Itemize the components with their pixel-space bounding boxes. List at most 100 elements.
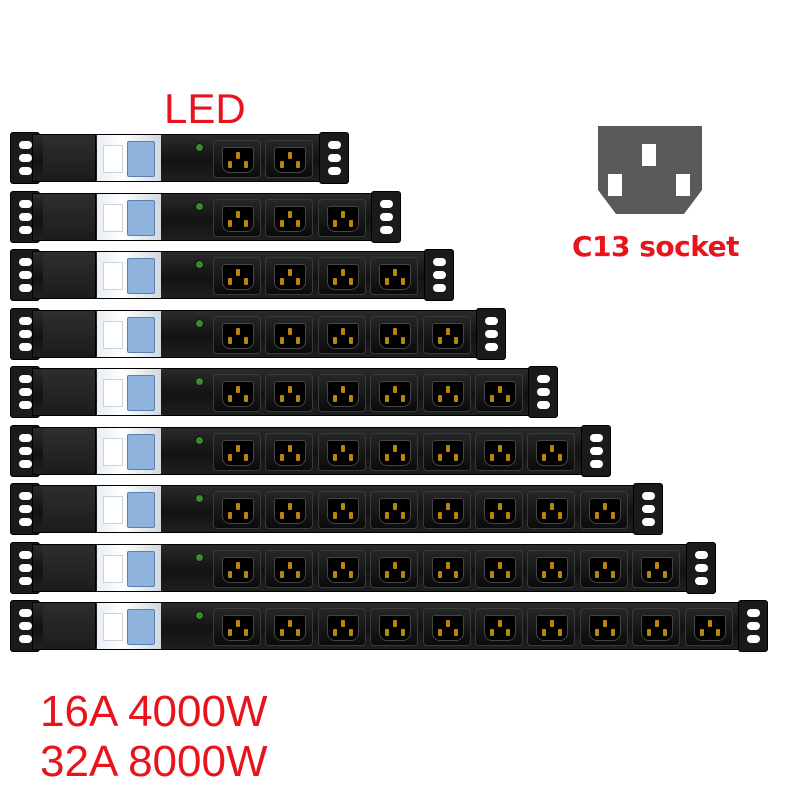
outlet-contact [288,152,293,159]
outlet-contact [490,629,494,636]
mounting-slot [537,401,551,409]
breaker-switch [103,438,123,466]
outlet-face [326,557,359,583]
outlet-contact [550,620,555,627]
c13-outlet [213,257,261,295]
mounting-slot [19,609,32,617]
outlet-face [222,206,254,232]
mounting-slot [589,447,603,455]
outlet-contact [715,629,720,636]
mounting-slot [19,141,32,149]
outlet-contact [453,395,458,402]
outlet-contact [244,512,248,519]
outlet-contact [228,337,232,344]
outlet-face [379,264,412,290]
outlet-face [222,147,254,173]
outlet-face [536,557,569,583]
pdu-body [32,427,583,475]
mounting-slot [19,577,32,585]
breaker-cover [127,258,155,294]
outlet-face [431,440,464,466]
mounting-slot [589,460,603,468]
outlet-contact [401,454,406,461]
outlet-face [431,615,464,641]
mounting-slot [642,492,656,500]
outlet-contact [348,629,353,636]
outlet-face [588,557,621,583]
outlet-face [588,498,621,524]
mounting-slot [327,154,341,162]
mounting-slot [432,271,446,279]
outlet-face [484,615,516,641]
outlet-contact [296,571,301,578]
mounting-slot [380,226,394,234]
mounting-slot [747,635,760,643]
outlet-contact [498,386,502,393]
c13-outlet [527,491,576,529]
outlet-contact [348,571,353,578]
mounting-slot [19,213,32,221]
outlet-face [222,557,254,583]
outlet-face [536,440,569,466]
mounting-slot [19,317,32,325]
c13-outlet [422,374,471,412]
outlet-contact [401,395,406,402]
outlet-contact [385,395,390,402]
right-mounting-bracket [476,308,506,360]
outlet-contact [610,629,615,636]
mounting-slot [19,434,32,442]
outlet-contact [280,629,285,636]
c13-outlet [579,550,628,588]
outlet-contact [550,445,555,452]
c13-outlet [213,140,261,178]
outlet-contact [244,629,248,636]
spec-32a: 32A 8000W [40,737,268,786]
outlet-face [326,381,359,407]
outlet-contact [236,503,240,510]
c13-outlet [265,199,314,237]
outlet-face [326,440,359,466]
outlet-contact [542,512,547,519]
mounting-slot [537,388,551,396]
pdu-strip-10-outlet [10,600,768,652]
c13-outlet [317,374,366,412]
outlet-contact [401,512,406,519]
right-mounting-bracket [580,425,611,477]
breaker-cover [127,434,155,470]
outlet-contact [647,571,652,578]
c13-outlet [265,550,314,588]
c13-outlet [265,140,314,178]
outlet-contact [296,220,301,227]
outlet-contact [340,503,345,510]
led-indicator [195,553,204,562]
mounting-slot [642,505,656,513]
mounting-slot [694,564,708,572]
outlet-contact [244,454,248,461]
outlet-contact [236,445,240,452]
outlet-contact [340,620,345,627]
c13-outlet [527,433,576,471]
power-inlet-block [43,194,96,240]
outlet-face [274,264,307,290]
outlet-contact [340,269,345,276]
c13-outlet [684,608,733,646]
mounting-slot [747,609,760,617]
outlet-face [536,498,569,524]
power-inlet-block [43,603,96,649]
outlet-contact [498,503,502,510]
breaker-switch [103,145,123,173]
outlet-contact [288,620,293,627]
outlet-contact [445,620,450,627]
outlet-contact [445,445,450,452]
c13-outlet [317,491,366,529]
outlet-contact [385,337,390,344]
mounting-slot [19,460,32,468]
outlet-face [484,498,516,524]
power-inlet-block [43,252,96,298]
led-indicator [195,143,204,152]
outlet-contact [498,562,502,569]
c13-outlet [422,316,471,354]
mounting-slot [380,200,394,208]
c13-outlet [370,491,419,529]
outlet-face [222,440,254,466]
